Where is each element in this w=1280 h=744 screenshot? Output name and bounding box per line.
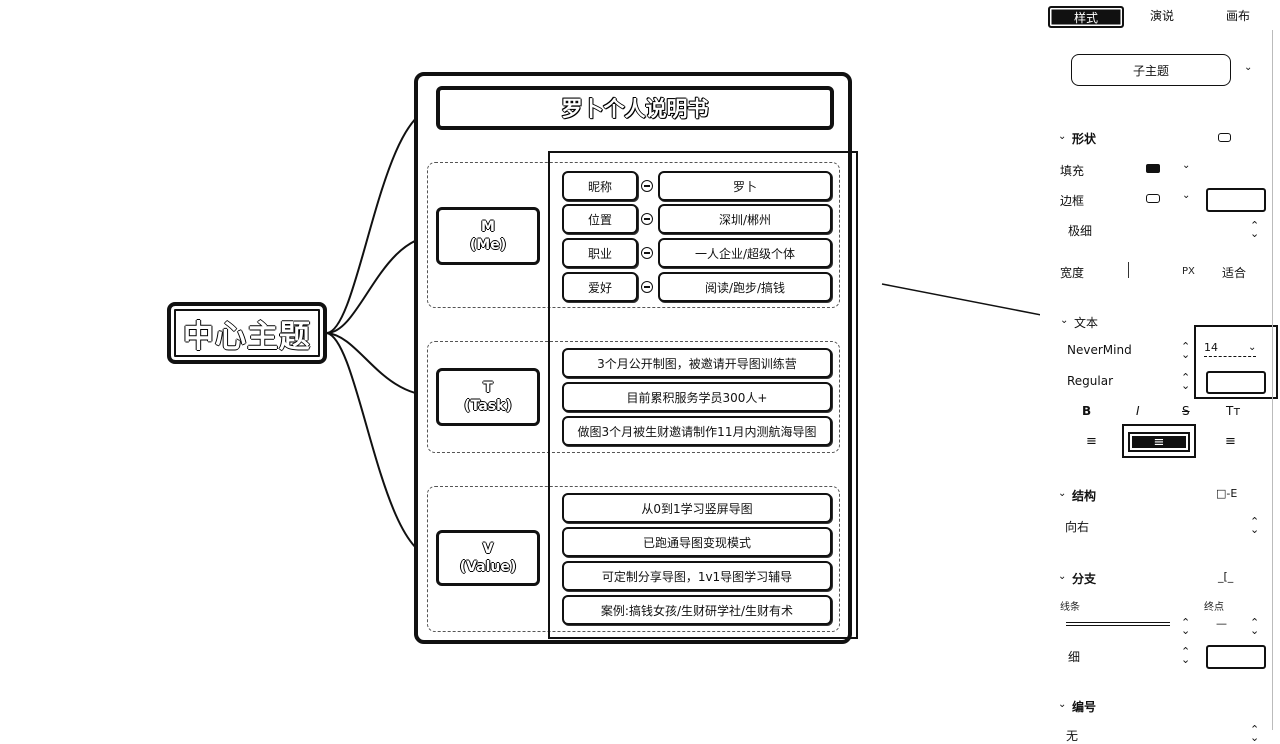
tab-pitch[interactable]: 演说: [1149, 8, 1174, 23]
selection-rectangle: [548, 151, 858, 639]
numbering-select[interactable]: 无: [1066, 729, 1079, 743]
align-center-icon[interactable]: ≡: [1128, 432, 1190, 452]
leaf-value-location[interactable]: 深圳/郴州: [658, 204, 832, 234]
font-size-input[interactable]: 14: [1204, 341, 1256, 357]
width-label: 宽度: [1060, 266, 1085, 280]
updown-icon[interactable]: ⌃⌄: [1181, 371, 1191, 392]
width-fit-button[interactable]: 适合: [1222, 266, 1247, 280]
leaf-key-nickname[interactable]: 昵称: [562, 171, 638, 201]
chevron-down-icon[interactable]: ⌄: [1182, 190, 1191, 201]
shape-icon[interactable]: [1218, 133, 1231, 142]
annotation-highlight-box: [1122, 424, 1196, 458]
annotation-highlight-box: [1194, 325, 1278, 399]
text-case-button[interactable]: Tт: [1226, 404, 1241, 418]
align-left-icon[interactable]: ≡: [1086, 434, 1097, 449]
section-task-sub: (Task): [464, 398, 512, 414]
branch-color-swatch[interactable]: [1206, 645, 1266, 669]
leaf-value-4[interactable]: 案例:搞钱女孩/生财研学社/生财有术: [562, 595, 832, 625]
format-panel: 样式 演说 画布 子主题 ⌄ ⌄ 形状 填充 ⌄ 边框 ⌄ 极细 ⌃⌄ 宽度 P…: [1040, 0, 1280, 743]
align-right-icon[interactable]: ≡: [1225, 434, 1236, 449]
section-value[interactable]: V (Value): [436, 530, 540, 586]
section-me-label: M: [481, 219, 495, 235]
value-group-boundary: [427, 486, 840, 632]
collapse-toggle-icon[interactable]: [641, 247, 653, 259]
leaf-key-location[interactable]: 位置: [562, 204, 638, 234]
collapse-toggle-icon[interactable]: [641, 281, 653, 293]
leaf-value-hobby[interactable]: 阅读/跑步/搞钱: [658, 272, 832, 302]
me-group-boundary: [427, 162, 840, 308]
task-group-boundary: [427, 341, 840, 453]
border-style-icon[interactable]: [1146, 194, 1160, 203]
title-topic[interactable]: 罗卜个人说明书: [436, 86, 834, 130]
chevron-down-icon[interactable]: ⌄: [1058, 131, 1067, 142]
text-section-header[interactable]: 文本: [1074, 316, 1099, 330]
updown-icon[interactable]: ⌃⌄: [1181, 645, 1191, 666]
updown-icon[interactable]: ⌃⌄: [1250, 515, 1260, 536]
branch-thickness-select[interactable]: 细: [1068, 650, 1081, 664]
chevron-down-icon[interactable]: ⌄: [1058, 571, 1067, 582]
leaf-task-3[interactable]: 做图3个月被生财邀请制作11月内测航海导图: [562, 416, 832, 446]
font-weight-select[interactable]: Regular: [1067, 374, 1114, 388]
border-color-swatch[interactable]: [1206, 188, 1266, 212]
fill-label: 填充: [1060, 164, 1085, 178]
collapse-toggle-icon[interactable]: [641, 180, 653, 192]
section-task-label: T: [483, 380, 493, 396]
leaf-key-hobby[interactable]: 爱好: [562, 272, 638, 302]
leaf-value-2[interactable]: 已跑通导图变现模式: [562, 527, 832, 557]
updown-icon[interactable]: ⌃⌄: [1250, 219, 1260, 240]
line-style-select[interactable]: [1066, 622, 1170, 626]
leaf-task-1[interactable]: 3个月公开制图，被邀请开导图训练营: [562, 348, 832, 378]
branch-icon[interactable]: _[_: [1218, 570, 1234, 583]
structure-icon[interactable]: □-E: [1216, 487, 1238, 500]
structure-select[interactable]: 向右: [1065, 520, 1090, 534]
section-me[interactable]: M (Me): [436, 207, 540, 265]
leaf-value-job[interactable]: 一人企业/超级个体: [658, 238, 832, 268]
chevron-down-icon[interactable]: ⌄: [1060, 315, 1069, 326]
border-label: 边框: [1060, 194, 1085, 208]
tab-style[interactable]: 样式: [1048, 6, 1124, 28]
chevron-down-icon[interactable]: ⌄: [1058, 699, 1067, 710]
updown-icon[interactable]: ⌃⌄: [1181, 616, 1191, 637]
border-weight-select[interactable]: 极细: [1068, 224, 1093, 238]
leaf-value-nickname[interactable]: 罗卜: [658, 171, 832, 201]
leaf-task-2[interactable]: 目前累积服务学员300人+: [562, 382, 832, 412]
structure-section-header[interactable]: 结构: [1072, 489, 1097, 503]
section-task[interactable]: T (Task): [436, 368, 540, 426]
numbering-section-header[interactable]: 编号: [1072, 700, 1097, 714]
endpoint-label: 终点: [1204, 602, 1224, 613]
mindmap-canvas[interactable]: 罗卜个人说明书 中心主题 M (Me) T (Task) V (Value) 昵…: [0, 0, 1040, 743]
shape-section-header[interactable]: 形状: [1072, 132, 1097, 146]
chevron-down-icon[interactable]: ⌄: [1058, 488, 1067, 499]
bold-button[interactable]: B: [1082, 404, 1092, 418]
topic-type-select[interactable]: 子主题: [1071, 54, 1231, 86]
width-unit: PX: [1182, 266, 1195, 277]
collapse-toggle-icon[interactable]: [641, 213, 653, 225]
panel-scrollbar[interactable]: [1272, 30, 1277, 730]
italic-button[interactable]: I: [1136, 404, 1140, 418]
section-me-sub: (Me): [469, 237, 507, 253]
section-value-label: V: [482, 541, 494, 557]
chevron-down-icon[interactable]: ⌄: [1244, 62, 1253, 73]
leaf-value-3[interactable]: 可定制分享导图，1v1导图学习辅导: [562, 561, 832, 591]
updown-icon[interactable]: ⌃⌄: [1250, 616, 1260, 637]
font-family-select[interactable]: NeverMind: [1067, 343, 1132, 357]
central-topic[interactable]: 中心主题: [167, 302, 327, 364]
fill-color-swatch[interactable]: [1146, 164, 1160, 173]
branch-section-header[interactable]: 分支: [1072, 572, 1097, 586]
chevron-down-icon[interactable]: ⌄: [1248, 342, 1257, 353]
leaf-key-job[interactable]: 职业: [562, 238, 638, 268]
updown-icon[interactable]: ⌃⌄: [1181, 340, 1191, 361]
text-color-swatch[interactable]: [1206, 371, 1266, 394]
line-label: 线条: [1060, 602, 1080, 613]
width-input[interactable]: [1128, 262, 1129, 278]
updown-icon[interactable]: ⌃⌄: [1250, 723, 1260, 744]
leaf-value-1[interactable]: 从0到1学习竖屏导图: [562, 493, 832, 523]
endpoint-select[interactable]: —: [1216, 617, 1227, 630]
tab-canvas[interactable]: 画布: [1225, 8, 1250, 23]
section-value-sub: (Value): [459, 559, 517, 575]
strikethrough-button[interactable]: S: [1182, 404, 1190, 418]
chevron-down-icon[interactable]: ⌄: [1182, 160, 1191, 171]
